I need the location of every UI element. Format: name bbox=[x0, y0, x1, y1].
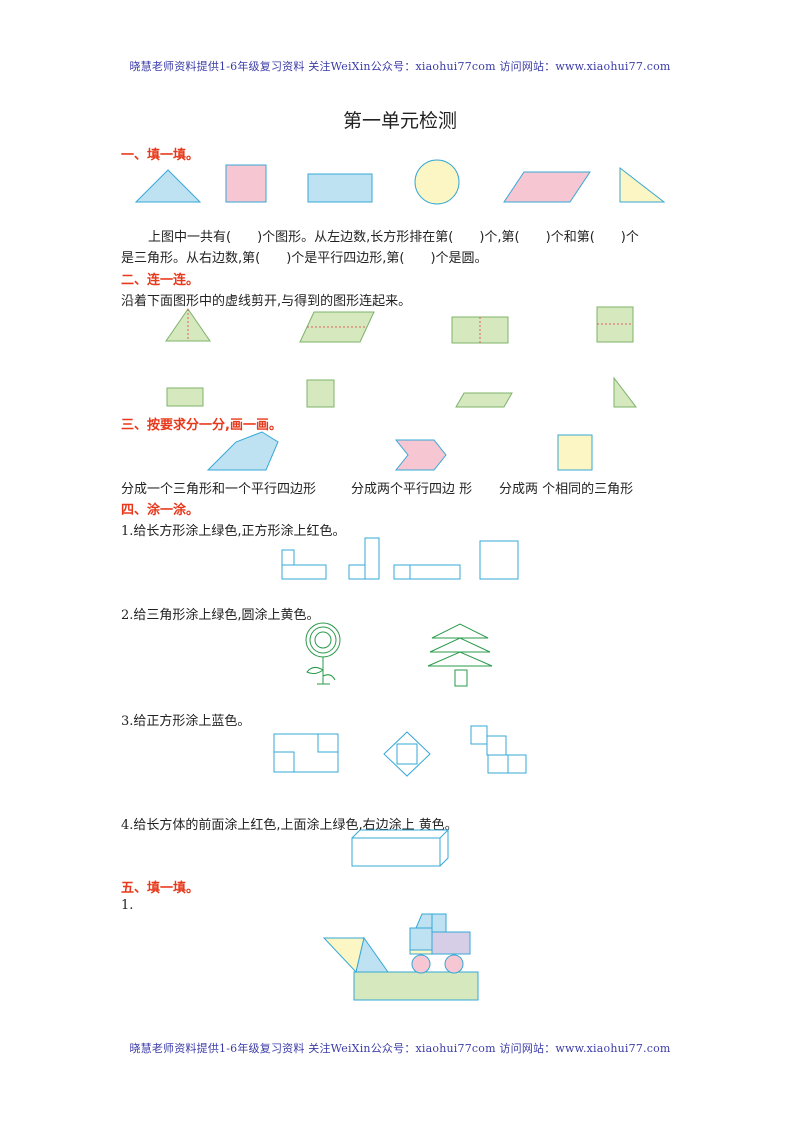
section-3-caption-3: 分成两 个相同的三角形 bbox=[499, 482, 634, 497]
question-number: 1. bbox=[121, 524, 134, 539]
right-triangle-shape bbox=[619, 166, 666, 203]
section-2-shapes bbox=[165, 306, 638, 408]
square-divide-shape bbox=[557, 434, 593, 471]
section-4-q4-cuboid bbox=[351, 829, 450, 867]
section-1-line-1: 上图中一共有( )个图形。从左边数,长方形排在第( )个,第( )个和第( )个 bbox=[148, 230, 639, 245]
small-square-shape bbox=[306, 379, 335, 408]
question-text: 给长方体的前面涂上红色,上面涂上绿色,右边涂上 黄色。 bbox=[133, 818, 458, 833]
sunflower-icon bbox=[305, 622, 341, 685]
question-text: 给三角形涂上绿色,圆涂上黄色。 bbox=[133, 608, 320, 623]
rectangle-shape bbox=[307, 173, 373, 203]
section-4-question-2: 2.给三角形涂上绿色,圆涂上黄色。 bbox=[121, 604, 320, 623]
pentagon-shape bbox=[206, 431, 279, 471]
section-3-shapes bbox=[206, 431, 593, 471]
section-4-question-3: 3.给正方形涂上蓝色。 bbox=[121, 710, 250, 729]
circle-shape bbox=[414, 159, 460, 205]
section-4-q2-shapes bbox=[305, 622, 493, 687]
section-5-heading: 五、填一填。 bbox=[121, 881, 200, 896]
section-3-heading: 三、按要求分一分,画一画。 bbox=[121, 418, 282, 433]
section-1-line-2: 是三角形。从右边数,第( )个是平行四边形,第( )个是圆。 bbox=[121, 251, 488, 266]
section-4-question-4: 4.给长方体的前面涂上红色,上面涂上绿色,右边涂上 黄色。 bbox=[121, 814, 458, 833]
question-number: 3. bbox=[121, 714, 134, 729]
triangle-shape bbox=[134, 169, 202, 203]
section-2-heading: 二、连一连。 bbox=[121, 273, 200, 288]
small-parallelogram-shape bbox=[455, 392, 513, 408]
small-rectangle-shape bbox=[166, 387, 204, 407]
tree-icon bbox=[427, 623, 493, 687]
section-2-instruction: 沿着下面图形中的虚线剪开,与得到的图形连起来。 bbox=[121, 294, 412, 309]
section-4-q3-shapes bbox=[273, 725, 527, 777]
section-1-shapes bbox=[134, 159, 666, 205]
arrow-chevron-shape bbox=[394, 439, 447, 471]
section-1-heading: 一、填一填。 bbox=[121, 148, 200, 163]
section-4-heading: 四、涂一涂。 bbox=[121, 503, 200, 518]
section-5-question-number: 1. bbox=[121, 898, 134, 913]
section-3-caption-1: 分成一个三角形和一个平行四边形 bbox=[121, 482, 317, 497]
page-title: 第一单元检测 bbox=[342, 110, 457, 132]
section-4-question-1: 1.给长方形涂上绿色,正方形涂上红色。 bbox=[121, 520, 346, 539]
question-number: 2. bbox=[121, 608, 134, 623]
question-text: 给正方形涂上蓝色。 bbox=[133, 714, 251, 729]
parallelogram-shape bbox=[503, 171, 591, 203]
section-4-q1-shapes bbox=[281, 537, 519, 580]
section-3-caption-2: 分成两个平行四边 形 bbox=[351, 482, 473, 497]
section-5-truck-picture bbox=[322, 913, 479, 1001]
question-text: 给长方形涂上绿色,正方形涂上红色。 bbox=[133, 524, 346, 539]
question-number: 4. bbox=[121, 818, 134, 833]
small-triangle-shape bbox=[613, 376, 638, 408]
page-footer: 晓慧老师资料提供1-6年级复习资料 关注WeiXin公众号：xiaohui77c… bbox=[129, 1042, 671, 1055]
page-header: 晓慧老师资料提供1-6年级复习资料 关注WeiXin公众号：xiaohui77c… bbox=[129, 60, 671, 73]
square-shape bbox=[225, 164, 267, 203]
